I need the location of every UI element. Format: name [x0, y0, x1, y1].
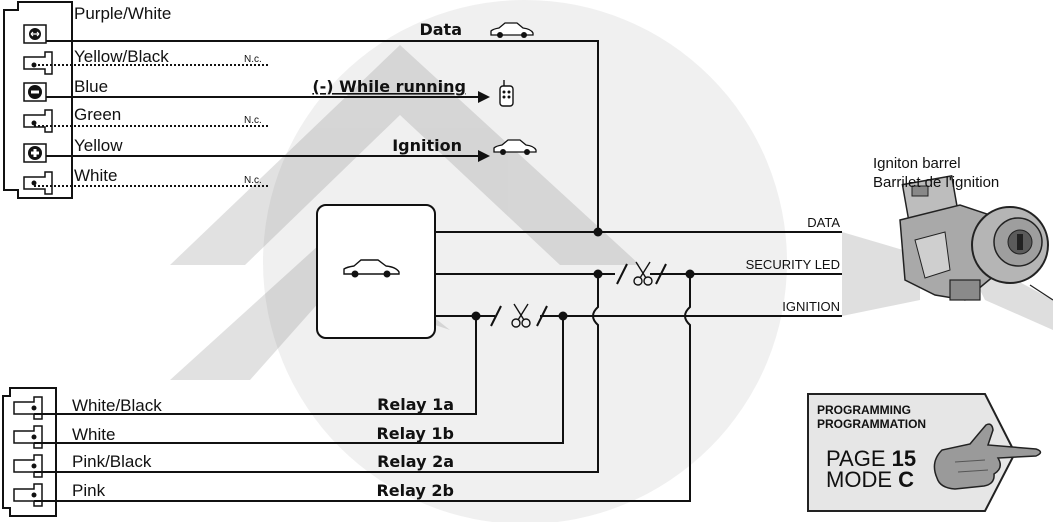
relay-label: Relay 2b [376, 481, 454, 500]
wire-color-label: Pink [72, 481, 106, 500]
pin-1-data [23, 24, 47, 44]
signal-label-data: DATA [807, 215, 840, 230]
scissors-icon [511, 303, 531, 328]
bottom-wires [34, 274, 691, 502]
bottom-connector [2, 387, 57, 517]
wire-function-label: (-) While running [312, 77, 466, 96]
scissors-icon [633, 261, 653, 286]
wire-color-label: White [74, 166, 117, 185]
signal-label-security-led: SECURITY LED [746, 257, 840, 272]
relay-label: Relay 1a [377, 395, 454, 414]
ignition-barrel-label-en: Igniton barrel [873, 155, 961, 172]
vehicle-signal-lines [435, 227, 842, 321]
relay-label: Relay 1b [376, 424, 454, 443]
top-wire-labels: Purple/White Yellow/Black Blue Green Yel… [74, 4, 466, 186]
page-reference: PAGE 15 [826, 446, 916, 471]
pin-6 [23, 171, 53, 195]
pin-2 [23, 51, 53, 75]
wire-color-label: Yellow/Black [74, 47, 169, 66]
car-icon [343, 259, 400, 278]
cut-mark-security [616, 263, 667, 285]
watermark-chevron [170, 45, 640, 380]
pin-3-negative [23, 82, 47, 102]
nc-label: N.c. [244, 175, 262, 186]
wire-color-label: Purple/White [74, 4, 171, 23]
signal-label-ignition: IGNITION [782, 299, 840, 314]
wire-color-label: Pink/Black [72, 452, 152, 471]
relay-label: Relay 2a [377, 452, 454, 471]
top-wires [34, 40, 599, 232]
ignition-barrel-label-fr: Barrilet de l'ignition [873, 174, 999, 191]
nc-label: N.c. [244, 115, 262, 126]
programming-label-en: PROGRAMMING [817, 403, 911, 417]
mode-reference: MODE C [826, 467, 914, 492]
hand-pointer-icon [933, 423, 1042, 490]
vehicle-module-box [316, 204, 436, 339]
pin-4 [23, 109, 53, 133]
top-connector [3, 1, 73, 199]
nc-label: N.c. [244, 54, 262, 65]
watermark-logo [263, 0, 787, 522]
wire-color-label: Green [74, 105, 121, 124]
wire-color-label: Yellow [74, 136, 123, 155]
cut-mark-ignition [490, 305, 548, 327]
bottom-wire-labels: White/Black White Pink/Black Pink Relay … [72, 395, 454, 500]
programming-label-fr: PROGRAMMATION [817, 417, 926, 431]
wire-color-label: Blue [74, 77, 108, 96]
programming-box: PROGRAMMING PROGRAMMATION PAGE 15 MODE C [807, 393, 1042, 512]
pin-5-positive [23, 143, 47, 163]
remote-icon [499, 80, 514, 107]
vehicle-signal-labels: DATA SECURITY LED IGNITION [746, 215, 841, 314]
ignition-barrel-illustration [842, 175, 1053, 330]
wire-color-label: White [72, 425, 115, 444]
wire-color-label: White/Black [72, 396, 162, 415]
wire-function-label: Data [419, 20, 462, 39]
car-icon [493, 139, 537, 155]
car-icon [490, 22, 534, 38]
wire-function-label: Ignition [392, 136, 462, 155]
